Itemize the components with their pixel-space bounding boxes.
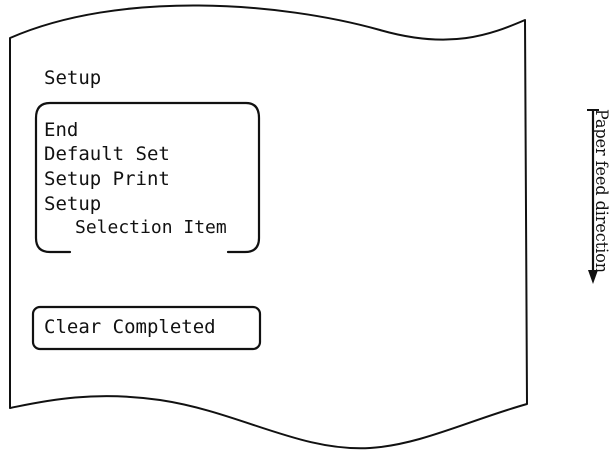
selection-bracket [34, 101, 261, 254]
status-message: Clear Completed [44, 316, 216, 338]
selection-item-label: Selection Item [75, 217, 227, 238]
setup-header: Setup [44, 67, 101, 89]
menu-item-default-set: Default Set [44, 143, 170, 165]
menu-item-setup-print: Setup Print [44, 168, 170, 190]
status-box [31, 305, 262, 351]
feed-direction-arrowhead [588, 270, 598, 284]
menu-item-setup: Setup [44, 193, 101, 215]
feed-direction-label: Paper feed direction [591, 109, 611, 273]
menu-item-end: End [44, 119, 78, 141]
